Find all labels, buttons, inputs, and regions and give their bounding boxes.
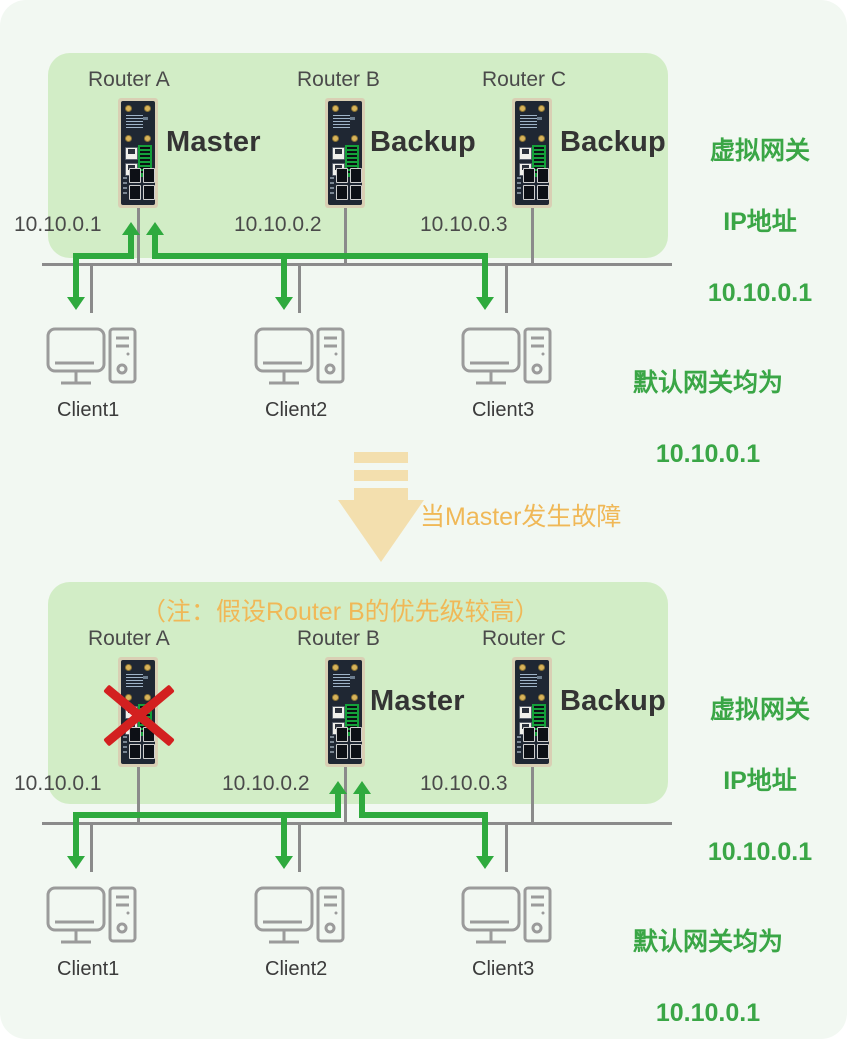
green-arrow-dn-client1-top [67,297,85,310]
virtual-gateway-note-bottom: 虚拟网关 IP地址 10.10.0.1 [680,657,840,906]
router-b-role-bottom: Master [370,685,465,717]
router-b-name-bottom: Router B [297,627,380,650]
client3-label-bottom: Client3 [472,958,535,980]
client2-icon-top [254,327,346,393]
green-arrow-dn-client2-top [275,297,293,310]
green-path-client2-v-bottom [281,812,287,860]
green-path-client3-v-bottom [482,812,488,860]
router-c-downlink-bottom [531,767,534,822]
client2-label-bottom: Client2 [265,958,328,980]
router-b-ip-bottom: 10.10.0.2 [222,772,310,795]
router-device-a-top [118,98,158,208]
priority-note: （注：假设Router B的优先级较高） [141,598,540,626]
router-device-c-bottom [512,657,552,767]
client3-uplink-top [505,263,508,313]
green-arrow-up-a2-top [146,222,164,235]
router-b-name-top: Router B [297,68,380,91]
client2-icon-bottom [254,886,346,952]
green-path-a1-top [128,235,134,259]
default-gateway-note-bottom: 默认网关均为 10.10.0.1 [588,889,828,1039]
client3-icon-bottom [461,886,553,952]
green-path-client2-v-top [281,253,287,301]
transition-down-arrow-icon [338,452,424,562]
bus-line-bottom [42,822,672,825]
green-path-b1-bottom [335,794,341,818]
router-a-name-bottom: Router A [88,627,170,650]
green-arrow-dn-client1-bottom [67,856,85,869]
router-b-role-top: Backup [370,126,476,158]
green-arrow-up-a1-top [122,222,140,235]
router-device-c-top [512,98,552,208]
router-c-ip-top: 10.10.0.3 [420,213,508,236]
transition-label: 当Master发生故障 [420,503,622,531]
default-gateway-line2-bottom: 10.10.0.1 [655,998,761,1027]
router-c-role-top: Backup [560,126,666,158]
virtual-gateway-line3-top: 10.10.0.1 [707,278,813,307]
client2-uplink-bottom [298,822,301,872]
router-a-ip-bottom: 10.10.0.1 [14,772,102,795]
green-path-left-bottom [73,812,341,818]
green-arrow-up-b1-bottom [329,781,347,794]
client1-icon-top [46,327,138,393]
green-path-a-horiz-top [73,253,134,259]
client1-label-bottom: Client1 [57,958,120,980]
client1-uplink-top [90,263,93,313]
router-c-downlink-top [531,208,534,263]
router-device-b-bottom [325,657,365,767]
router-a-downlink-bottom [137,767,140,822]
green-bus-top [152,253,482,259]
client3-label-top: Client3 [472,399,535,421]
green-path-a2-top [152,235,158,259]
default-gateway-line1-bottom: 默认网关均为 [632,927,783,956]
router-a-name-top: Router A [88,68,170,91]
router-b-downlink-top [344,208,347,263]
client1-label-top: Client1 [57,399,120,421]
router-c-name-top: Router C [482,68,567,91]
virtual-gateway-line1-top: 虚拟网关 [709,136,810,165]
green-arrow-dn-client3-bottom [476,856,494,869]
client2-label-top: Client2 [265,399,328,421]
client2-uplink-top [298,263,301,313]
router-c-role-bottom: Backup [560,685,666,717]
router-c-ip-bottom: 10.10.0.3 [420,772,508,795]
client3-icon-top [461,327,553,393]
bus-line-top [42,263,672,266]
green-path-b2-bottom [359,794,365,818]
green-arrow-dn-client3-top [476,297,494,310]
router-a-downlink-top [137,208,140,263]
green-arrow-dn-client2-bottom [275,856,293,869]
router-device-b-top [325,98,365,208]
client1-uplink-bottom [90,822,93,872]
router-c-name-bottom: Router C [482,627,567,650]
green-arrow-up-b2-bottom [353,781,371,794]
default-gateway-line2-top: 10.10.0.1 [655,439,761,468]
green-path-client1-v-top [73,253,79,301]
virtual-gateway-note-top: 虚拟网关 IP地址 10.10.0.1 [680,98,840,347]
virtual-gateway-line2-top: IP地址 [723,207,797,236]
client3-uplink-bottom [505,822,508,872]
client1-icon-bottom [46,886,138,952]
router-a-role-top: Master [166,126,261,158]
virtual-gateway-line1-bottom: 虚拟网关 [709,695,810,724]
default-gateway-note-top: 默认网关均为 10.10.0.1 [588,330,828,508]
virtual-gateway-line3-bottom: 10.10.0.1 [707,837,813,866]
router-b-downlink-bottom [344,767,347,822]
virtual-gateway-line2-bottom: IP地址 [723,766,797,795]
green-path-client1-v-bottom [73,812,79,860]
green-path-right-bottom [359,812,488,818]
green-path-client3-v-top [482,253,488,301]
router-b-ip-top: 10.10.0.2 [234,213,322,236]
router-device-a-bottom [118,657,158,767]
router-a-ip-top: 10.10.0.1 [14,213,102,236]
default-gateway-line1-top: 默认网关均为 [632,368,783,397]
